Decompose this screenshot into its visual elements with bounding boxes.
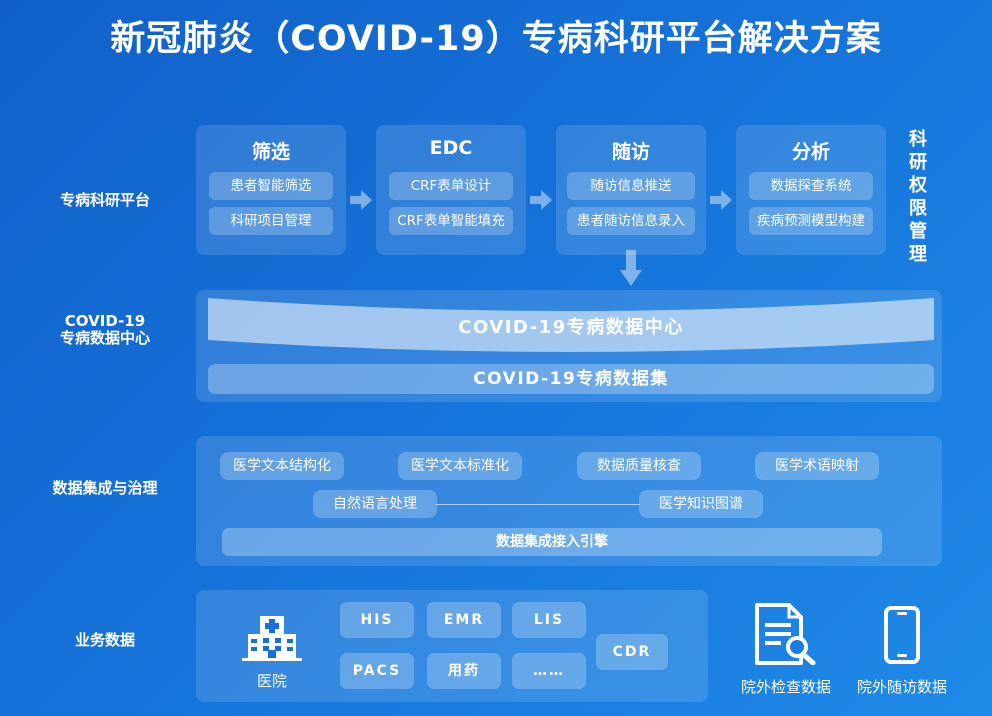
module-item: 随访信息推送 [567,172,695,200]
document-search-icon [755,603,816,665]
system-cdr: CDR [596,634,668,670]
module-title: 随访 [611,141,650,163]
module-item: 数据探查系统 [749,172,873,200]
module-analysis: 分析 数据探查系统 疾病预测模型构建 [736,125,886,255]
system-more: …… [512,653,586,689]
hospital-label: 医院 [256,672,287,690]
row-label-data-center-line1: COVID-19 [64,312,146,330]
row-label-platform: 专病科研平台 [59,191,150,209]
module-title: 分析 [791,141,830,163]
module-item: 患者智能筛选 [209,172,333,200]
integration-item: 医学文本标准化 [398,452,522,480]
module-item: CRF表单智能填充 [389,207,513,235]
system-pacs: PACS [340,653,414,689]
mobile-phone-icon [884,606,920,664]
nlp-item: 自然语言处理 [313,490,437,518]
page-title: 新冠肺炎（COVID-19）专病科研平台解决方案 [110,19,882,59]
integration-item: 医学文本结构化 [220,452,344,480]
module-item: 疾病预测模型构建 [749,207,873,235]
module-title: EDC [429,137,473,159]
row-label-business: 业务数据 [74,631,135,649]
row-label-data-center: COVID-19 专病数据中心 [40,313,170,347]
data-center-ribbon-label: COVID-19专病数据中心 [458,317,684,338]
row-label-integration: 数据集成与治理 [52,479,158,497]
arrow-right-icon [530,190,552,210]
dataset-bar: COVID-19专病数据集 [208,364,934,394]
module-followup: 随访 随访信息推送 患者随访信息录入 [556,125,706,255]
system-medication: 用药 [427,653,501,689]
data-center-ribbon [208,298,934,352]
row-label-data-center-line2: 专病数据中心 [59,329,150,347]
system-lis: LIS [512,602,586,638]
integration-panel [196,436,942,566]
module-screening: 筛选 患者智能筛选 科研项目管理 [196,125,346,255]
arrow-right-icon [710,190,732,210]
module-item: CRF表单设计 [389,172,513,200]
module-edc: EDC CRF表单设计 CRF表单智能填充 [376,125,526,255]
hospital-icon [242,616,302,661]
arrow-down-icon [620,250,642,286]
connector-line [436,504,640,505]
external-exam-data-label: 院外检查数据 [740,678,831,696]
module-title: 筛选 [251,141,290,163]
module-item: 科研项目管理 [209,207,333,235]
external-followup-data-label: 院外随访数据 [856,678,947,696]
module-item: 患者随访信息录入 [567,207,695,235]
permission-management-label: 科研权限管理 [909,129,927,265]
integration-item: 数据质量核查 [577,452,701,480]
knowledge-graph-item: 医学知识图谱 [639,490,763,518]
integration-item: 医学术语映射 [755,452,879,480]
arrow-right-icon [350,190,372,210]
system-his: HIS [340,602,414,638]
integration-engine-bar: 数据集成接入引擎 [222,528,882,556]
system-emr: EMR [427,602,501,638]
